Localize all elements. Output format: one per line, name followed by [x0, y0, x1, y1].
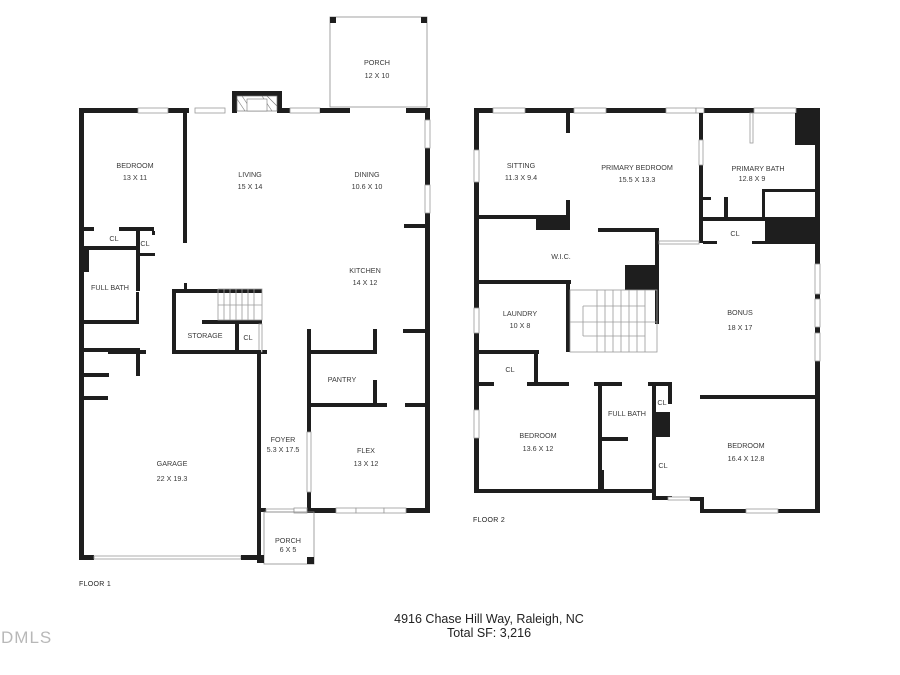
staircase-floor2 — [569, 289, 658, 353]
room-name: FOYER — [271, 435, 296, 444]
room-name: FULL BATH — [91, 283, 129, 292]
room-dims: 15 X 14 — [238, 182, 263, 191]
room-dims: 5.3 X 17.5 — [267, 445, 300, 454]
room-name: CL — [140, 239, 149, 248]
room-dims: 11.3 X 9.4 — [505, 173, 537, 182]
room-name: PORCH — [275, 536, 301, 545]
room-name: PORCH — [364, 58, 390, 67]
staircase-floor1 — [217, 288, 263, 321]
fireplace — [232, 91, 237, 113]
room-name: CL — [658, 461, 667, 470]
room-name: KITCHEN — [349, 266, 381, 275]
room-dims: 18 X 17 — [728, 323, 753, 332]
room-name: W.I.C. — [551, 252, 571, 261]
floor-2-plan — [473, 107, 821, 514]
floor-1-labels: BEDROOM 13 X 11 LIVING 15 X 14 DINING 10… — [91, 58, 390, 554]
room-dims: 13 X 11 — [123, 173, 147, 182]
room-dims: 14 X 12 — [353, 278, 378, 287]
room-name: BONUS — [727, 308, 753, 317]
floor-2-labels: SITTING 11.3 X 9.4 PRIMARY BEDROOM 15.5 … — [503, 161, 785, 470]
room-name: CL — [505, 365, 514, 374]
room-name: PRIMARY BATH — [731, 164, 784, 173]
room-dims: 22 X 19.3 — [157, 474, 188, 483]
room-dims: 13 X 12 — [354, 459, 379, 468]
room-name: CL — [657, 398, 666, 407]
room-name: BEDROOM — [116, 161, 153, 170]
room-name: CL — [243, 333, 252, 342]
room-dims: 13.6 X 12 — [523, 444, 554, 453]
back-porch-outline — [329, 16, 428, 108]
floor-1-plan — [79, 16, 431, 565]
room-name: CL — [109, 234, 118, 243]
room-dims: 6 X 5 — [280, 545, 297, 554]
address-text: 4916 Chase Hill Way, Raleigh, NC — [394, 612, 584, 626]
room-dims: 15.5 X 13.3 — [619, 175, 656, 184]
room-name: PRIMARY BEDROOM — [601, 163, 673, 172]
room-name: CL — [730, 229, 739, 238]
room-dims: 12 X 10 — [365, 71, 390, 80]
floor-2-label: FLOOR 2 — [473, 517, 506, 524]
room-dims: 10.6 X 10 — [352, 182, 383, 191]
front-porch-outline — [263, 511, 315, 565]
total-sf-text: Total SF: 3,216 — [446, 626, 532, 640]
room-name: BEDROOM — [519, 431, 556, 440]
room-name: STORAGE — [187, 331, 222, 340]
room-name: FULL BATH — [608, 409, 646, 418]
room-name: BEDROOM — [727, 441, 764, 450]
room-name: SITTING — [507, 161, 536, 170]
room-name: GARAGE — [157, 459, 188, 468]
watermark-logo: DMLS — [1, 628, 53, 647]
floor-1-label: FLOOR 1 — [79, 581, 112, 588]
room-name: PANTRY — [328, 375, 357, 384]
room-name: LIVING — [238, 170, 262, 179]
room-name: DINING — [354, 170, 380, 179]
room-name: FLEX — [357, 446, 375, 455]
room-name: LAUNDRY — [503, 309, 537, 318]
room-dims: 16.4 X 12.8 — [728, 454, 765, 463]
room-dims: 10 X 8 — [510, 321, 531, 330]
room-dims: 12.8 X 9 — [739, 174, 766, 183]
